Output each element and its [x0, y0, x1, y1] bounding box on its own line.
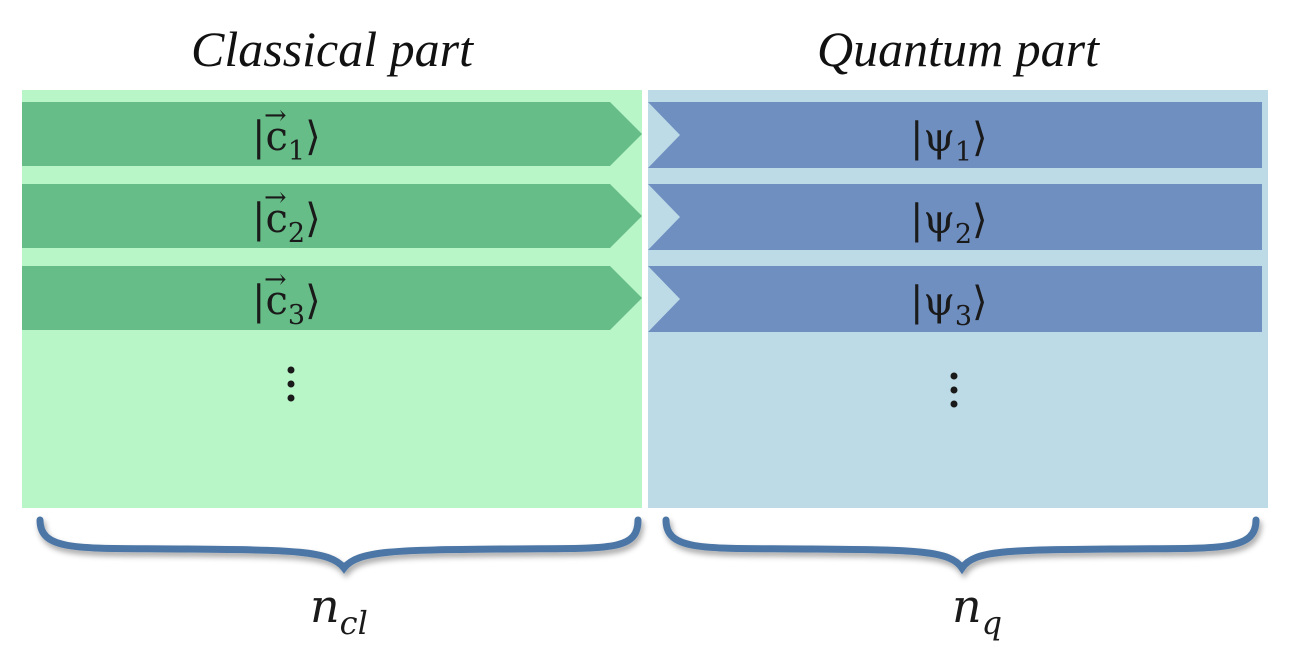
- classical-register-row-2: [22, 184, 642, 248]
- quantum-ket-1: |ψ1⟩: [910, 115, 988, 168]
- quantum-part-title: Quantum part: [817, 21, 1099, 77]
- vector-arrow: →: [264, 264, 287, 295]
- quantum-ket-3: |ψ3⟩: [910, 279, 988, 332]
- quantum-ellipsis: [950, 372, 958, 408]
- quantum-register-row-2: [648, 184, 1262, 250]
- quantum-brace: [662, 516, 1260, 575]
- quantum-register-row-3: [648, 266, 1262, 332]
- classical-size-label: ncl: [310, 579, 368, 642]
- svg-text:|c2⟩: |c2⟩: [252, 196, 321, 249]
- svg-text:|c3⟩: |c3⟩: [252, 278, 321, 331]
- classical-ket-2: |c2⟩ →: [252, 182, 321, 249]
- classical-ket-1: |c1⟩ →: [252, 100, 321, 167]
- classical-part-title: Classical part: [191, 21, 473, 77]
- quantum-ket-2: |ψ2⟩: [910, 197, 988, 250]
- classical-ellipsis: [287, 366, 295, 402]
- classical-register-row-3: [22, 266, 642, 330]
- classical-register-row-1: [22, 102, 642, 166]
- quantum-register-row-1: [648, 102, 1262, 168]
- quantum-size-label: nq: [952, 579, 1002, 642]
- classical-brace: [36, 516, 642, 574]
- vector-arrow: →: [264, 182, 287, 213]
- vector-arrow: →: [264, 100, 287, 131]
- classical-ket-3: |c3⟩ →: [252, 264, 321, 331]
- svg-text:|c1⟩: |c1⟩: [252, 114, 321, 167]
